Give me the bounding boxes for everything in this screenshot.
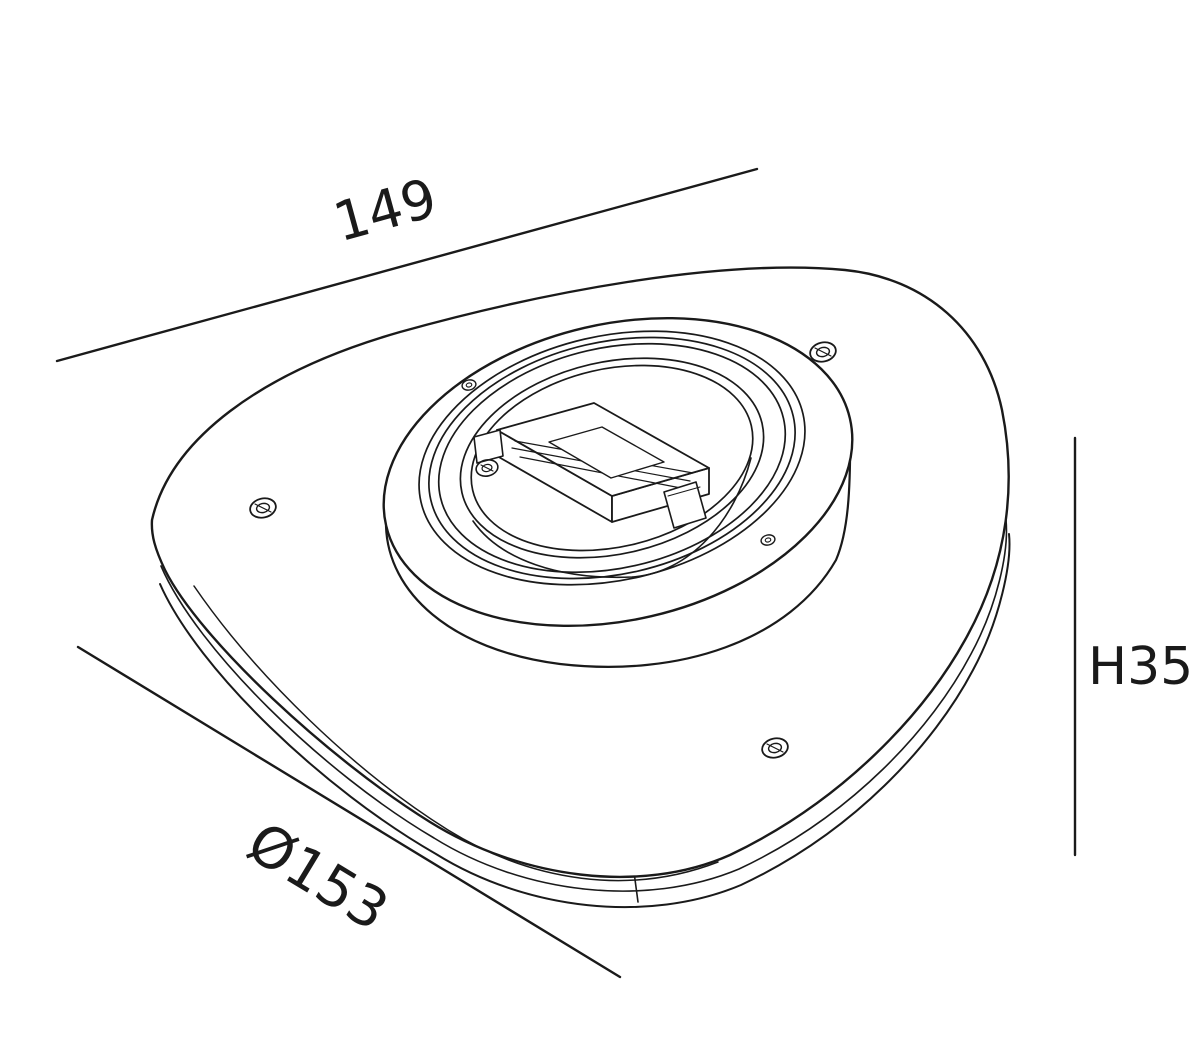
rim-ring-3 — [437, 342, 787, 574]
dimension-label-height: H35 — [1088, 637, 1193, 697]
boss-side — [384, 418, 852, 668]
recess-opening — [470, 364, 754, 552]
flange-hole-lower-right — [760, 534, 776, 546]
dimension-label-width: 149 — [327, 166, 443, 254]
recess-rim-rings — [418, 330, 806, 586]
recess-wall-bottom — [472, 457, 752, 579]
bracket-right-tab — [663, 481, 707, 529]
plate-edge-highlight — [193, 585, 719, 882]
bracket-right-tab-line — [667, 486, 701, 497]
plate-screw-top-right — [809, 341, 837, 363]
plate-side-bottom-edge — [159, 533, 1011, 909]
recess-screw — [475, 459, 499, 477]
rim-ring-2 — [428, 336, 796, 580]
rim-ring-step — [459, 357, 765, 559]
bracket-center-block — [548, 426, 665, 479]
dimension-label-diameter: Ø153 — [236, 810, 399, 944]
dimension-line-width — [55, 167, 759, 363]
flange-hole-upper-left — [461, 379, 477, 391]
dimension-line-diameter — [76, 645, 622, 979]
lamp-bracket — [473, 402, 710, 529]
dimension-height: H35 — [1073, 436, 1193, 857]
bracket-left-tab — [473, 429, 504, 464]
plate-screw-left — [249, 497, 277, 519]
fixture-body — [150, 266, 1011, 909]
plate-side-seam — [160, 519, 1008, 892]
plate-screw-bottom — [761, 737, 789, 759]
